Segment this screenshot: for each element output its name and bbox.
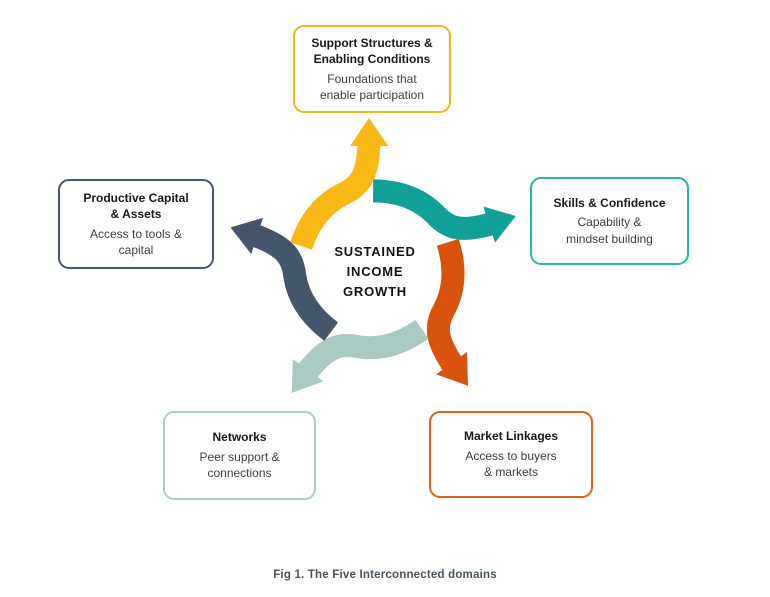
domain-subtitle: Access to buyers & markets bbox=[465, 448, 557, 480]
domain-title: Support Structures & Enabling Conditions bbox=[311, 35, 433, 67]
domain-box-market-linkages: Market Linkages Access to buyers & marke… bbox=[429, 411, 593, 498]
domain-box-skills-confidence: Skills & Confidence Capability & mindset… bbox=[530, 177, 689, 265]
domain-title: Networks bbox=[212, 430, 267, 445]
domain-box-productive-capital: Productive Capital & Assets Access to to… bbox=[58, 179, 214, 269]
domain-title: Skills & Confidence bbox=[553, 195, 666, 210]
domain-box-support-structures: Support Structures & Enabling Conditions… bbox=[293, 25, 451, 113]
domain-subtitle: Peer support & connections bbox=[199, 449, 280, 481]
domain-subtitle: Foundations that enable participation bbox=[319, 71, 425, 103]
domain-title: Market Linkages bbox=[463, 429, 559, 444]
domain-subtitle: Capability & mindset building bbox=[566, 215, 653, 246]
domain-title: Productive Capital & Assets bbox=[83, 190, 189, 222]
domain-box-networks: Networks Peer support & connections bbox=[163, 411, 316, 500]
figure-caption: Fig 1. The Five Interconnected domains bbox=[273, 569, 497, 581]
cycle-center-label: SUSTAINED INCOME GROWTH bbox=[334, 244, 416, 299]
domain-subtitle: Access to tools & capital bbox=[89, 226, 183, 258]
